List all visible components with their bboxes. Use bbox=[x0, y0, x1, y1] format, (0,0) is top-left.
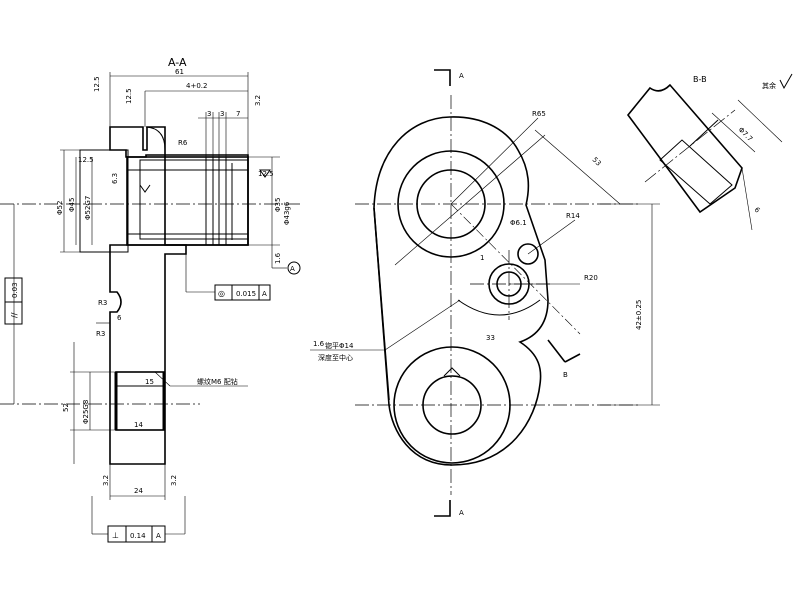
datum-a-label: A bbox=[290, 265, 295, 273]
dim-phi61: Φ6.1 bbox=[510, 219, 527, 227]
section-bb: B-B 其余 Φ7.7 6 bbox=[626, 73, 793, 231]
bb-dim-a: Φ7.7 bbox=[737, 126, 754, 143]
dim-1: 1 bbox=[480, 254, 484, 262]
bb-dim-b: 6 bbox=[753, 206, 762, 215]
dim-phi25: Φ25G8 bbox=[82, 400, 90, 424]
dim-6: 6 bbox=[117, 314, 122, 322]
fcf-parallel bbox=[4, 277, 23, 325]
roughness-9: 3.2 bbox=[170, 475, 178, 486]
section-aa: A-A 61 4+0.2 bbox=[0, 56, 301, 543]
fcf-bottom-value: 0.14 bbox=[130, 532, 146, 540]
rest-note: 其余 bbox=[762, 81, 776, 90]
section-label-b: B bbox=[563, 371, 568, 379]
main-view: A A R65 53 Φ6.1 R14 R20 bbox=[310, 69, 660, 517]
fcf-parallel-value: 0.03 bbox=[11, 282, 19, 298]
fcf-bottom-datum: A bbox=[156, 532, 161, 540]
dim-phi43: Φ43g6 bbox=[283, 201, 291, 225]
dim-61: 61 bbox=[175, 68, 184, 76]
roughness-7: 1.6 bbox=[274, 252, 282, 264]
note-line-1: 锪平Φ14 bbox=[325, 341, 354, 350]
dim-53: 53 bbox=[591, 156, 603, 168]
section-bb-body bbox=[626, 83, 743, 214]
part-outline bbox=[373, 116, 549, 466]
roughness-2: 12.5 bbox=[125, 88, 133, 104]
dim-33: 33 bbox=[486, 334, 495, 342]
dim-r65: R65 bbox=[532, 110, 546, 118]
fcf-bottom-symbol: ⊥ bbox=[112, 531, 119, 540]
roughness-4: 12.5 bbox=[258, 170, 274, 178]
dim-phi52: Φ52 bbox=[56, 201, 64, 215]
dim-7: 7 bbox=[236, 110, 240, 118]
note-roughness: 1.6 bbox=[313, 340, 325, 348]
dim-center-distance: 42±0.25 bbox=[635, 300, 643, 330]
dim-r3a: R3 bbox=[98, 299, 107, 307]
dim-24: 24 bbox=[134, 487, 143, 495]
dim-r6: R6 bbox=[178, 139, 188, 147]
dim-r14: R14 bbox=[566, 212, 580, 220]
section-mark-bottom bbox=[434, 500, 451, 517]
section-bb-title: B-B bbox=[693, 75, 707, 84]
dim-r3b: R3 bbox=[96, 330, 105, 338]
roughness-6: 3.2 bbox=[254, 95, 262, 106]
fcf-top-symbol: ◎ bbox=[218, 289, 225, 298]
section-mark-top bbox=[434, 69, 451, 86]
datum-a-circle bbox=[287, 261, 301, 275]
dim-4: 4+0.2 bbox=[186, 82, 207, 90]
fcf-top-value: 0.015 bbox=[236, 290, 256, 298]
roughness-5: 6.3 bbox=[111, 173, 119, 184]
roughness-8: 3.2 bbox=[102, 475, 110, 486]
small-hole bbox=[517, 243, 539, 265]
section-aa-title: A-A bbox=[168, 56, 187, 69]
thread-note: 螺纹M6 配钻 bbox=[197, 377, 238, 386]
section-aa-web bbox=[109, 244, 187, 465]
fcf-perpendicular bbox=[107, 525, 166, 543]
roughness-3: 12.5 bbox=[78, 156, 94, 164]
rest-roughness-icon bbox=[779, 73, 793, 90]
fcf-top-datum: A bbox=[262, 290, 267, 298]
section-label-a-bottom: A bbox=[459, 509, 464, 517]
roughness-1: 12.5 bbox=[93, 76, 101, 92]
dim-3b: 3 bbox=[220, 110, 224, 118]
fcf-concentricity bbox=[214, 284, 271, 301]
dim-phi45: Φ45 bbox=[68, 198, 76, 212]
fcf-parallel-symbol: // bbox=[10, 312, 19, 318]
dim-15: 15 bbox=[145, 378, 154, 386]
dim-3a: 3 bbox=[207, 110, 211, 118]
dim-14: 14 bbox=[134, 421, 143, 429]
dim-52: 52 bbox=[62, 403, 70, 412]
section-label-a-top: A bbox=[459, 72, 464, 80]
note-line-2: 深度至中心 bbox=[318, 353, 353, 362]
dim-phi52g7: Φ52G7 bbox=[84, 196, 92, 220]
dim-phi35: Φ35 bbox=[274, 198, 282, 212]
dim-r20: R20 bbox=[584, 274, 598, 282]
